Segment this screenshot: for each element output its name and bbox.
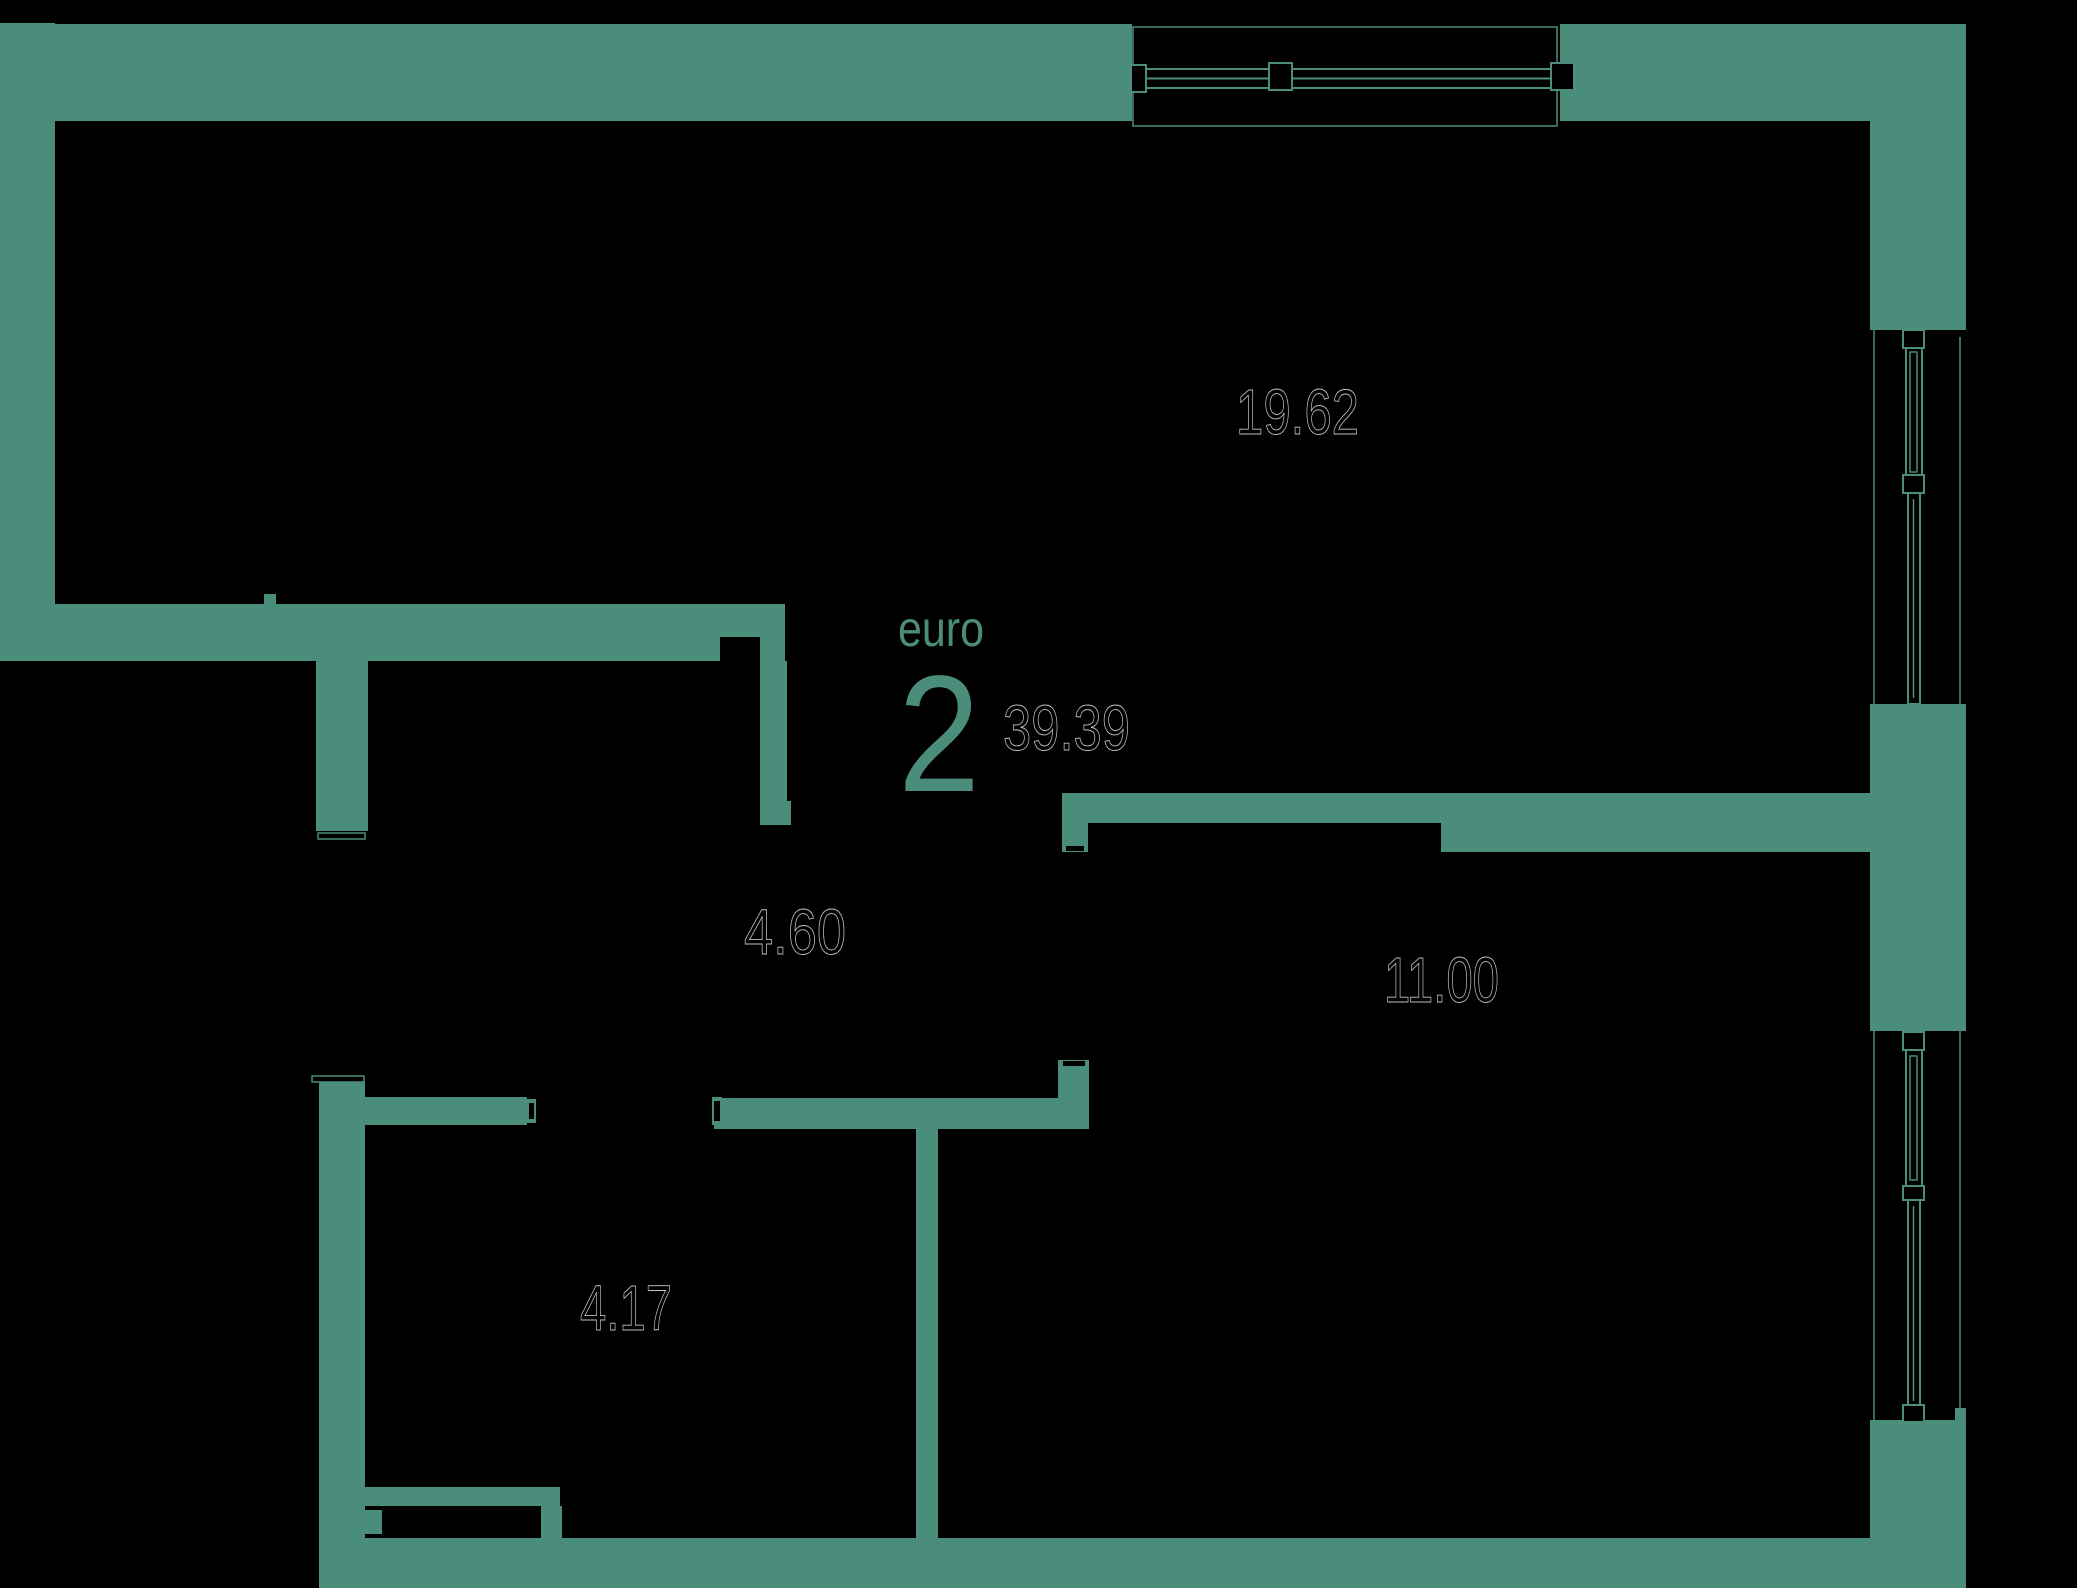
svg-text:2: 2: [898, 642, 980, 827]
svg-text:19.62: 19.62: [1236, 376, 1359, 448]
svg-text:euro: euro: [898, 601, 984, 657]
svg-text:39.39: 39.39: [1003, 692, 1130, 764]
svg-text:4.17: 4.17: [580, 1272, 672, 1344]
svg-text:4.60: 4.60: [744, 896, 846, 968]
svg-text:11.00: 11.00: [1384, 944, 1499, 1016]
